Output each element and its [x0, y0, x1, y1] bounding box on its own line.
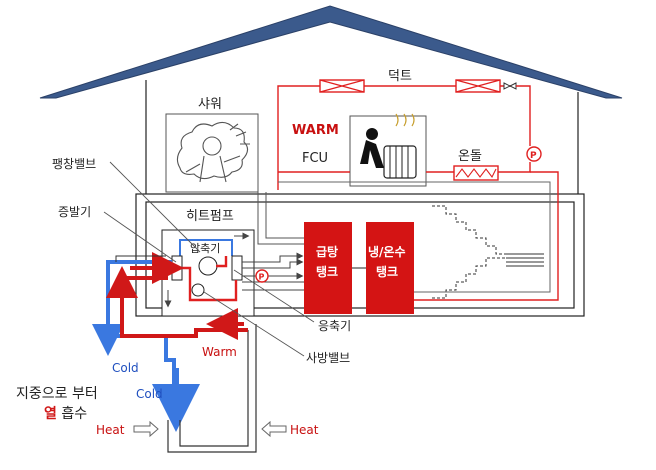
ground-heat-caption-red: 열 — [44, 405, 57, 422]
heat-right-label: Heat — [290, 423, 319, 437]
upper-heating-loop — [278, 85, 559, 301]
shower-person-icon — [176, 121, 250, 183]
hot-water-tank-label-1: 급탕 — [316, 244, 338, 259]
evaporator-coil — [171, 255, 183, 281]
cooling-heating-tank: 냉/온수 탱크 — [366, 222, 414, 314]
evaporator-label: 증발기 — [58, 205, 91, 219]
duct-label: 덕트 — [388, 69, 412, 84]
compressor-label: 압축기 — [190, 242, 220, 255]
heat-pump-label: 히트펌프 — [186, 209, 234, 224]
cold-label-2: Cold — [136, 387, 163, 401]
heat-input-left: Heat — [96, 420, 159, 438]
heatpump-blue-line — [179, 239, 233, 256]
shower-label: 샤워 — [198, 97, 222, 112]
cooling-heating-tank-label-2: 탱크 — [376, 265, 398, 279]
pump-middle: P — [255, 269, 269, 283]
pump-top-symbol: P — [530, 151, 537, 161]
shower-area: 샤워 — [165, 97, 259, 193]
cold-label-1: Cold — [112, 361, 139, 375]
duct-loop: 덕트 — [277, 69, 517, 190]
ondol-area: 온돌 — [453, 149, 499, 181]
expansion-valve-label: 팽창밸브 — [52, 157, 96, 171]
warm-top-label: WARM — [292, 123, 339, 138]
pump-top: P — [526, 146, 542, 162]
four-way-valve-icon — [191, 283, 205, 297]
roof — [39, 5, 623, 99]
house-outline — [135, 80, 585, 317]
condenser-coil — [231, 255, 243, 281]
heat-pump-unit: 히트펌프 압축기 — [161, 209, 255, 317]
condenser-label: 응축기 — [318, 319, 351, 333]
ondol-label: 온돌 — [458, 149, 482, 164]
shower-return-line — [257, 192, 304, 245]
hot-water-tank: 급탕 탱크 — [304, 222, 352, 314]
ground-heat-caption-line1: 지중으로 부터 — [16, 386, 98, 402]
cooling-heating-tank-label-1: 냉/온수 — [368, 244, 406, 259]
fcu-area: WARM FCU — [292, 113, 427, 187]
svg-text:열 흡수: 열 흡수 — [44, 405, 87, 422]
ground-loop — [92, 252, 257, 453]
shower-supply-line — [265, 192, 304, 239]
warm-low-label: Warm — [202, 345, 237, 359]
compressor-icon — [198, 256, 218, 276]
duct-valve-icon — [503, 82, 517, 90]
heat-right-arrow-icon — [261, 420, 287, 438]
heat-left-arrow-icon — [133, 420, 159, 438]
shower-image-frame — [165, 113, 259, 193]
pump-middle-symbol: P — [259, 273, 265, 282]
heat-input-right: Heat — [261, 420, 319, 438]
staircase — [432, 205, 544, 299]
ground-heat-caption-rest: 흡수 — [61, 406, 87, 422]
heatpump-to-tank-pipes — [242, 252, 304, 291]
heat-left-label: Heat — [96, 423, 125, 437]
hot-water-tank-label-2: 탱크 — [316, 265, 338, 279]
heatpump-red-loop-2 — [216, 256, 228, 268]
heatpump-red-loop — [182, 266, 238, 302]
four-way-valve-label: 사방밸브 — [306, 351, 350, 365]
callout-lines — [103, 161, 315, 357]
radiator-person-icon — [360, 113, 417, 179]
fcu-label: FCU — [302, 151, 328, 166]
ground-heat-caption: 지중으로 부터 열 흡수 — [16, 386, 98, 422]
ondol-coil-icon — [453, 165, 499, 181]
